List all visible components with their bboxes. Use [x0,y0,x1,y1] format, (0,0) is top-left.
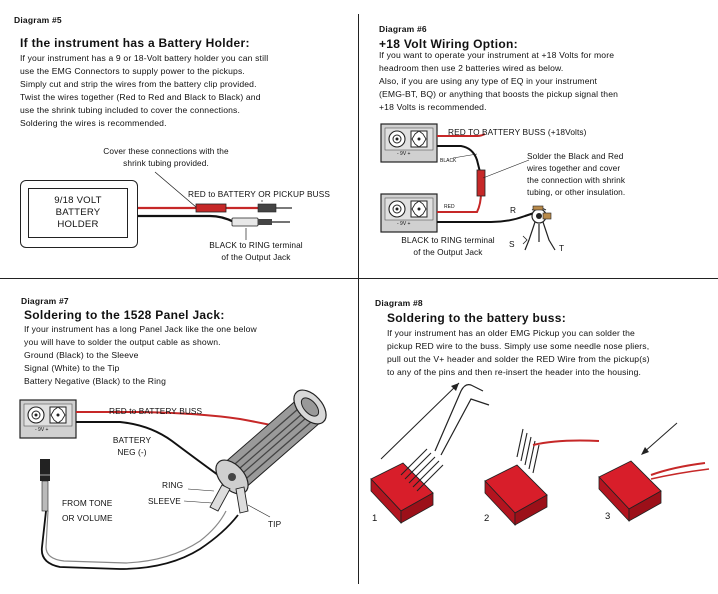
from-tone-label: FROM TONE OR VOLUME [62,496,113,526]
body-line: If you want to operate your instrument a… [379,50,615,60]
clip-polarity: - 9V + [35,427,49,433]
diagram-6-wiring-art [380,123,556,251]
body-line: use the shrink tubing included to cover … [20,104,241,115]
body-line: Soldering the wires is recommended. [20,117,167,128]
solder-note-line: wires together and cover [527,163,621,173]
battery-neg-line: NEG (-) [117,447,147,457]
clip-2-polarity: - 9V + [397,221,411,227]
diagram-7-wiring-art [19,389,327,570]
red-buss-label: RED TO BATTERY BUSS (+18Volts) [448,127,587,137]
body-line: use the EMG Connectors to supply power t… [20,65,245,76]
body-line: Battery Negative (Black) to the Ring [24,375,167,386]
ring-label: RING [162,480,184,490]
diagram-7-panel: Diagram #7 Soldering to the 1528 Panel J… [0,279,358,594]
body-line: If your instrument has an older EMG Pick… [387,328,635,338]
solder-note-line: Solder the Black and Red [527,151,624,161]
battery-holder: 9/18 VOLT BATTERY HOLDER [20,180,138,248]
holder-line: BATTERY [55,207,101,218]
red-wire-tag: RED [444,204,455,210]
red-buss-label: RED to BATTERY BUSS [109,406,203,416]
cover-note-line: shrink tubing provided. [123,158,209,168]
diagram-7-title: Soldering to the 1528 Panel Jack: [24,308,225,322]
holder-line: 9/18 VOLT [54,195,102,206]
solder-note: Solder the Black and Red wires together … [527,150,625,198]
diagram-7-body: If your instrument has a long Panel Jack… [24,323,257,388]
step-1-number: 1 [372,513,378,524]
diagram-5-title: If the instrument has a Battery Holder: [20,36,250,50]
from-tone-line: FROM TONE [62,498,113,508]
diagram-5-label: Diagram #5 [14,15,62,25]
body-line: pickup RED wire to the buss. Simply use … [387,340,650,351]
body-line: If your instrument has a 9 or 18-Volt ba… [20,53,269,63]
from-tone-line: OR VOLUME [62,513,113,523]
diagram-6-title: +18 Volt Wiring Option: [379,37,518,51]
tip-label: TIP [268,519,282,529]
body-line: pull out the V+ header and solder the RE… [387,353,650,364]
diagram-7-label: Diagram #7 [21,296,69,306]
clip-1-polarity: - 9V + [397,151,411,157]
diagram-8-title: Soldering to the battery buss: [387,311,567,325]
diagram-5-panel: Diagram #5 If the instrument has a Batte… [0,0,358,278]
solder-note-line: tubing, or other insulation. [527,187,626,197]
jack-tip-letter: T [559,243,565,253]
battery-holder-face: 9/18 VOLT BATTERY HOLDER [28,188,128,238]
diagram-8-panel: Diagram #8 Soldering to the battery buss… [359,279,718,594]
black-wire-label: BLACK to RING terminal of the Output Jac… [196,239,316,263]
cover-note-line: Cover these connections with the [103,146,229,156]
battery-holder-text: 9/18 VOLT BATTERY HOLDER [54,195,101,231]
body-line: Signal (White) to the Tip [24,362,120,373]
body-line: (EMG-BT, BQ) or anything that boosts the… [379,88,619,99]
sleeve-label: SLEEVE [148,496,181,506]
vertical-divider [358,14,359,584]
diagram-8-body: If your instrument has an older EMG Pick… [387,327,650,379]
holder-line: HOLDER [57,219,99,230]
red-wire-label: RED to BATTERY OR PICKUP BUSS [188,189,330,199]
body-line: Simply cut and strip the wires from the … [20,78,257,89]
diagram-5-wiring-art [138,171,292,240]
diagram-6-body: If you want to operate your instrument a… [379,49,618,114]
black-ring-line: BLACK to RING terminal [401,235,495,245]
horizontal-divider [0,278,718,279]
solder-note-line: the connection with shrink [527,175,626,185]
body-line: +18 Volts is recommended. [379,101,487,112]
diagram-8-label: Diagram #8 [375,298,423,308]
diagram-6-label: Diagram #6 [379,24,427,34]
diagram-5-body: If your instrument has a 9 or 18-Volt ba… [20,52,268,129]
body-line: headroom then use 2 batteries wired as b… [379,62,564,73]
battery-neg-line: BATTERY [112,435,152,445]
body-line: If your instrument has a long Panel Jack… [24,324,257,334]
diagram-8-header-art [370,382,710,527]
battery-neg-label: BATTERY NEG (-) [102,434,162,458]
black-wire-tag: BLACK [440,158,457,164]
black-ring-line: of the Output Jack [413,247,483,257]
black-ring-label: BLACK to RING terminal of the Output Jac… [393,234,503,258]
black-label-line: BLACK to RING terminal [209,240,303,250]
cover-note: Cover these connections with the shrink … [66,145,266,169]
body-line: you will have to solder the output cable… [24,336,221,347]
jack-ring-letter: R [510,205,517,215]
diagram-6-panel: Diagram #6 +18 Volt Wiring Option: If yo… [359,0,718,278]
body-line: Also, if you are using any type of EQ in… [379,75,598,86]
body-line: to any of the pins and then re-insert th… [387,366,642,377]
body-line: Ground (Black) to the Sleeve [24,349,139,360]
step-3-number: 3 [605,511,611,522]
black-label-line: of the Output Jack [221,252,291,262]
jack-sleeve-letter: S [509,239,515,249]
body-line: Twist the wires together (Red to Red and… [20,91,261,102]
step-2-number: 2 [484,513,490,524]
